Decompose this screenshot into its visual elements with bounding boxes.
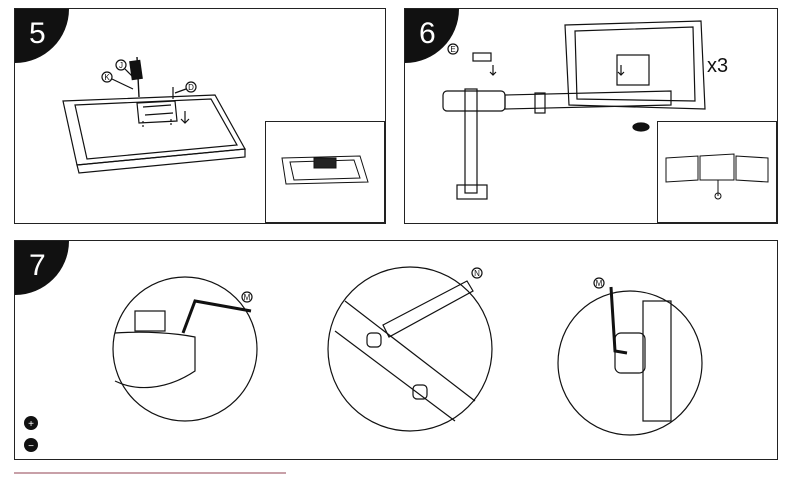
multiplier-text: x3	[707, 55, 729, 77]
step-5-panel: 5 J K	[14, 8, 386, 224]
label-d: D	[188, 83, 194, 92]
label-m2: M	[596, 279, 603, 288]
step-5-illustration: J K D	[62, 56, 246, 174]
step-6-illustration: E	[442, 20, 706, 200]
label-n: N	[474, 269, 480, 278]
step-5-number: 5	[29, 17, 46, 50]
step-6-inset	[657, 121, 777, 223]
label-m1: M	[244, 293, 251, 302]
svg-text:+: +	[28, 419, 34, 430]
tighten-icon: +	[24, 416, 38, 430]
label-e: E	[450, 45, 455, 54]
loosen-icon: −	[24, 438, 38, 452]
step-6-number: 6	[419, 17, 436, 50]
step-5-badge: 5	[15, 9, 69, 63]
svg-text:−: −	[28, 441, 34, 452]
label-k: K	[104, 73, 110, 82]
step-7-illustration: M N M	[112, 266, 703, 436]
step-6-inset-illustration	[665, 153, 769, 200]
step-7-number: 7	[29, 249, 46, 282]
step-7-panel: 7 M N M	[14, 240, 778, 460]
footer-rule	[14, 472, 286, 474]
step-6-panel: 6 E x3	[404, 8, 778, 224]
step-5-inset-illustration	[281, 155, 369, 185]
step-5-inset	[265, 121, 385, 223]
label-j: J	[119, 61, 123, 70]
